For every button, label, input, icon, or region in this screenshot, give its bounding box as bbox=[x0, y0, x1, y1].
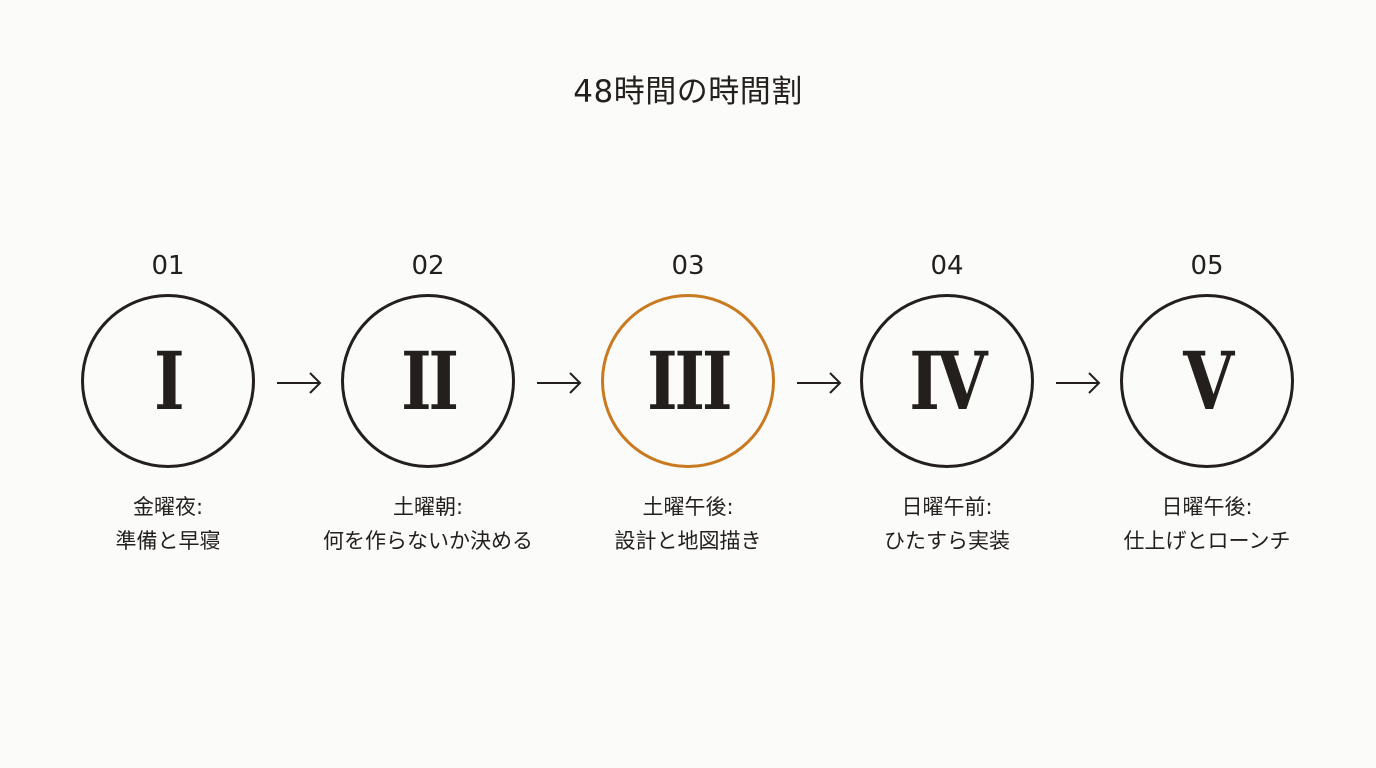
caption-task: 何を作らないか決める bbox=[323, 529, 533, 553]
arrow-right-icon bbox=[797, 372, 842, 394]
step-caption: 日曜午後: 仕上げとローンチ bbox=[1124, 490, 1291, 558]
caption-time: 土曜朝: bbox=[392, 495, 464, 519]
caption-time: 日曜午前: bbox=[901, 495, 993, 519]
step-circle-active: III bbox=[601, 294, 775, 468]
step-caption: 金曜夜: 準備と早寝 bbox=[116, 490, 221, 558]
roman-numeral: II bbox=[400, 334, 459, 428]
caption-task: 設計と地図描き bbox=[614, 529, 762, 553]
step-2: 02 II 土曜朝: 何を作らないか決める bbox=[318, 248, 538, 558]
step-5: 05 V 日曜午後: 仕上げとローンチ bbox=[1097, 248, 1317, 558]
step-number: 01 bbox=[151, 251, 185, 281]
step-1: 01 I 金曜夜: 準備と早寝 bbox=[58, 248, 278, 558]
step-4: 04 IV 日曜午前: ひたすら実装 bbox=[837, 248, 1057, 558]
caption-time: 土曜午後: bbox=[642, 495, 734, 519]
step-3: 03 III 土曜午後: 設計と地図描き bbox=[578, 248, 798, 558]
roman-numeral: IV bbox=[909, 334, 987, 428]
step-caption: 土曜午後: 設計と地図描き bbox=[615, 490, 762, 558]
roman-numeral: V bbox=[1183, 334, 1234, 428]
arrow-right-icon bbox=[537, 372, 582, 394]
step-number: 05 bbox=[1190, 251, 1224, 281]
step-circle: II bbox=[341, 294, 515, 468]
step-caption: 土曜朝: 何を作らないか決める bbox=[323, 490, 533, 558]
step-caption: 日曜午前: ひたすら実装 bbox=[884, 490, 1010, 558]
roman-numeral: I bbox=[154, 334, 185, 428]
step-circle: V bbox=[1120, 294, 1294, 468]
caption-task: ひたすら実装 bbox=[884, 529, 1010, 553]
step-number: 04 bbox=[930, 251, 964, 281]
step-number: 02 bbox=[411, 251, 445, 281]
step-circle: I bbox=[81, 294, 255, 468]
caption-task: 準備と早寝 bbox=[115, 529, 221, 553]
arrow-right-icon bbox=[1056, 372, 1101, 394]
caption-time: 日曜午後: bbox=[1161, 495, 1253, 519]
arrow-right-icon bbox=[277, 372, 322, 394]
step-circle: IV bbox=[860, 294, 1034, 468]
caption-time: 金曜夜: bbox=[132, 495, 204, 519]
caption-task: 仕上げとローンチ bbox=[1123, 529, 1291, 553]
diagram-title: 48時間の時間割 bbox=[573, 74, 803, 110]
step-number: 03 bbox=[671, 251, 705, 281]
roman-numeral: III bbox=[646, 334, 733, 428]
